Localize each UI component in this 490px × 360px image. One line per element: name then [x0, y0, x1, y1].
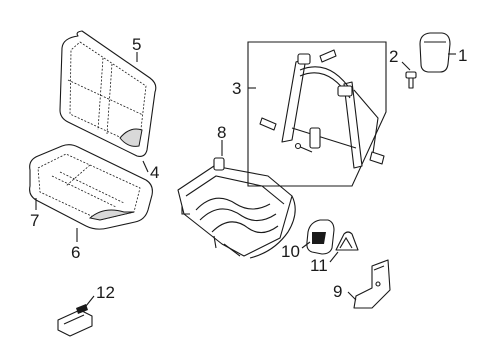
bracket-cover — [335, 231, 359, 251]
seat-back-frame-group — [247, 41, 387, 187]
seat-frame — [177, 157, 296, 259]
callout-1: 1 — [458, 46, 467, 65]
callout-8: 8 — [217, 123, 226, 142]
latch — [57, 304, 93, 337]
callout-12: 12 — [96, 283, 115, 302]
callout-4: 4 — [150, 163, 159, 182]
callout-9: 9 — [333, 282, 342, 301]
callout-10: 10 — [281, 242, 300, 261]
callout-11: 11 — [310, 256, 328, 275]
callouts: 1 2 3 4 5 6 7 8 9 10 11 12 — [30, 35, 467, 302]
headrest-guide — [405, 71, 417, 89]
side-panel — [353, 259, 391, 309]
callout-3: 3 — [232, 79, 241, 98]
headrest — [419, 32, 451, 73]
leader-lines — [35, 52, 456, 307]
callout-5: 5 — [132, 35, 141, 54]
callout-2: 2 — [389, 47, 398, 66]
trim-cover — [306, 219, 335, 255]
seat-cushion — [29, 144, 153, 230]
callout-6: 6 — [71, 243, 80, 262]
seat-back-cushion — [59, 30, 157, 157]
callout-7: 7 — [30, 211, 39, 230]
